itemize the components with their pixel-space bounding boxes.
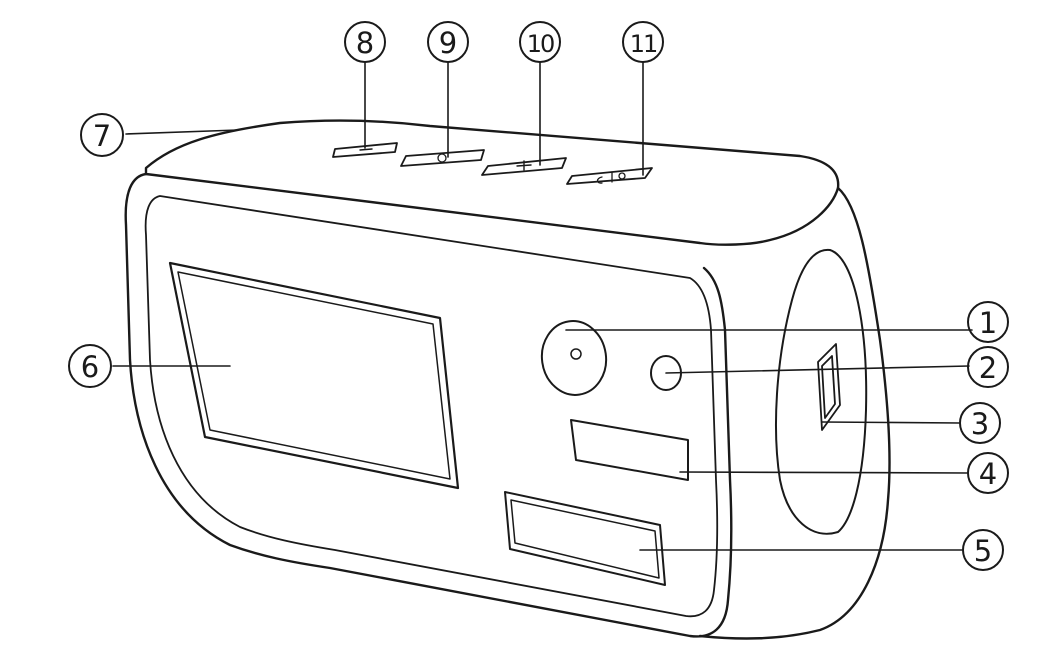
callout-1: 1: [967, 301, 1009, 343]
right-side-panel: [698, 186, 891, 640]
front-bezel-inner: [144, 195, 719, 618]
callout-6: 6: [68, 344, 112, 388]
svg-text:4: 4: [979, 457, 997, 491]
indicator-window: [570, 419, 689, 481]
alarm-clock-icon: [437, 153, 447, 163]
svg-text:10: 10: [527, 30, 554, 58]
leader-lines: [112, 61, 973, 551]
moon-sun-toggle-icon: [596, 171, 626, 184]
callout-7: 7: [80, 113, 124, 157]
device-body: [124, 119, 891, 640]
callout-10: 10: [519, 21, 561, 63]
svg-text:2: 2: [979, 351, 997, 385]
svg-text:3: 3: [971, 407, 989, 441]
side-slot: [817, 343, 841, 431]
callout-5: 5: [962, 529, 1004, 571]
button-minus[interactable]: [332, 142, 398, 158]
top-panel: [144, 119, 840, 246]
callout-9: 9: [427, 21, 469, 63]
callout-4: 4: [967, 452, 1009, 494]
svg-text:5: 5: [974, 534, 992, 568]
callout-3: 3: [959, 402, 1001, 444]
callout-2: 2: [967, 346, 1009, 388]
svg-text:7: 7: [93, 119, 111, 153]
button-alarm[interactable]: [400, 149, 485, 167]
callout-11: 11: [622, 21, 664, 63]
svg-text:11: 11: [630, 30, 657, 58]
button-moon-sun[interactable]: [566, 167, 653, 185]
svg-text:6: 6: [81, 350, 99, 384]
callout-8: 8: [344, 21, 386, 63]
svg-text:1: 1: [979, 306, 997, 340]
svg-text:9: 9: [439, 26, 457, 60]
svg-text:8: 8: [356, 26, 374, 60]
side-speaker-disc: [775, 248, 868, 535]
top-buttons: [332, 142, 653, 185]
light-sensor: [540, 320, 608, 396]
display-screen: [168, 261, 460, 490]
minus-icon: [359, 148, 373, 151]
front-bezel-outer: [124, 172, 733, 638]
plus-icon: [516, 160, 532, 171]
callouts: 1 2 3 4 5 6 7 8: [68, 21, 1009, 571]
speaker-grille: [504, 491, 666, 586]
